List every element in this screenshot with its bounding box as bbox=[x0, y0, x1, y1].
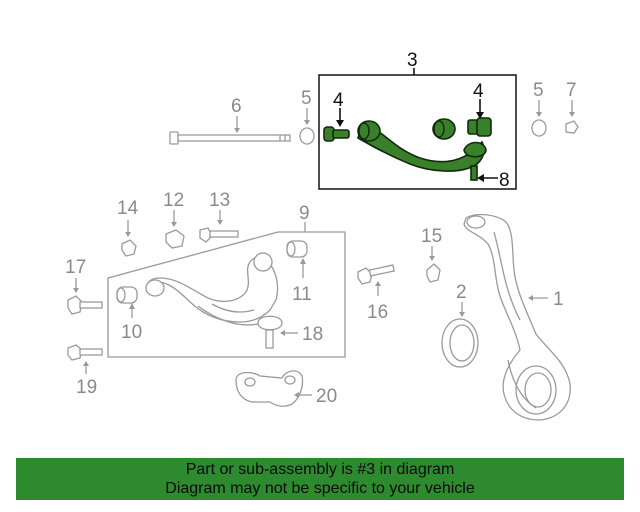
footer-line-2: Diagram may not be specific to your vehi… bbox=[165, 480, 475, 497]
callout-1[interactable]: 1 bbox=[553, 289, 564, 310]
bracket-hole-left bbox=[244, 377, 256, 387]
part-7-nut[interactable] bbox=[565, 120, 579, 134]
bolt-4-left[interactable] bbox=[323, 126, 350, 142]
arrow-18 bbox=[280, 330, 285, 336]
callout-2[interactable]: 2 bbox=[456, 282, 467, 303]
arrow-12 bbox=[171, 222, 177, 227]
arrow-2 bbox=[459, 312, 465, 317]
upper-control-arm-group[interactable]: 3 4 4 8 bbox=[318, 50, 517, 191]
callout-5-right[interactable]: 5 bbox=[533, 80, 544, 101]
part-17-bolt[interactable] bbox=[67, 295, 103, 315]
arrow-4-right bbox=[476, 112, 484, 119]
lower-control-arm-group[interactable]: 9 10 11 18 bbox=[107, 203, 346, 358]
lower-arm-frame bbox=[107, 231, 346, 358]
callout-5-left[interactable]: 5 bbox=[301, 88, 312, 109]
arrow-17 bbox=[73, 288, 79, 293]
callout-19[interactable]: 19 bbox=[76, 377, 97, 398]
arrow-13 bbox=[217, 220, 223, 225]
arrow-20 bbox=[294, 392, 299, 398]
part-19-bolt[interactable] bbox=[67, 344, 103, 361]
arm-ball-joint bbox=[463, 141, 487, 158]
arrow-1 bbox=[528, 295, 533, 301]
arrow-4-left bbox=[336, 120, 344, 127]
arrow-5-left bbox=[304, 120, 310, 125]
nut-4-right[interactable] bbox=[467, 117, 492, 137]
arrow-15 bbox=[429, 256, 435, 261]
arrow-16 bbox=[375, 281, 381, 286]
callout-4-left[interactable]: 4 bbox=[333, 90, 344, 111]
part-16-bolt[interactable] bbox=[357, 264, 395, 285]
callout-9[interactable]: 9 bbox=[299, 203, 310, 224]
callout-3[interactable]: 3 bbox=[407, 50, 418, 71]
arrow-7 bbox=[569, 112, 575, 117]
callout-16[interactable]: 16 bbox=[367, 302, 388, 323]
callout-15[interactable]: 15 bbox=[421, 226, 442, 247]
callout-4-right[interactable]: 4 bbox=[473, 81, 484, 102]
part-5-washer-right[interactable] bbox=[531, 119, 547, 137]
callout-18[interactable]: 18 bbox=[302, 324, 323, 345]
callout-6[interactable]: 6 bbox=[231, 96, 242, 117]
arm-bushing-left-face bbox=[358, 122, 370, 140]
part-11-bushing[interactable] bbox=[286, 240, 308, 258]
part-6-bolt[interactable] bbox=[169, 131, 291, 145]
lower-arm-bushing-left bbox=[145, 279, 165, 297]
callout-17[interactable]: 17 bbox=[65, 257, 86, 278]
bracket-hole-right bbox=[284, 375, 296, 385]
lower-arm-bushing-right bbox=[253, 252, 273, 272]
arm-bushing-right-face bbox=[433, 120, 445, 138]
arrow-6 bbox=[234, 128, 240, 133]
callout-13[interactable]: 13 bbox=[209, 190, 230, 211]
parts-diagram: 3 4 4 8 6 bbox=[65, 50, 579, 421]
part-13-bolt[interactable] bbox=[199, 227, 239, 243]
part-18-ball-joint[interactable] bbox=[257, 315, 283, 349]
part-1-steering-knuckle[interactable] bbox=[463, 213, 571, 421]
callout-12[interactable]: 12 bbox=[163, 190, 184, 211]
callout-8[interactable]: 8 bbox=[499, 170, 510, 191]
arrow-10 bbox=[129, 303, 135, 309]
part-2-seal[interactable] bbox=[441, 318, 479, 368]
part-12-nut[interactable] bbox=[165, 229, 185, 249]
part-15-cap[interactable] bbox=[426, 263, 441, 283]
arrow-14 bbox=[125, 232, 131, 237]
callout-10[interactable]: 10 bbox=[121, 322, 142, 343]
ball-joint-stud bbox=[470, 165, 478, 181]
arrow-5-right bbox=[536, 112, 542, 117]
callout-7[interactable]: 7 bbox=[566, 80, 577, 101]
callout-14[interactable]: 14 bbox=[117, 198, 139, 219]
arrow-11 bbox=[300, 258, 306, 264]
part-14-nut[interactable] bbox=[121, 239, 137, 257]
callout-20[interactable]: 20 bbox=[316, 386, 337, 407]
arrow-8 bbox=[477, 174, 484, 182]
arrow-19 bbox=[83, 361, 89, 366]
footer-line-1: Part or sub-assembly is #3 in diagram bbox=[185, 461, 455, 478]
footer-banner: Part or sub-assembly is #3 in diagram Di… bbox=[16, 458, 624, 500]
highlight-box bbox=[318, 74, 517, 190]
callout-11[interactable]: 11 bbox=[292, 284, 312, 305]
part-5-washer-left[interactable] bbox=[299, 127, 315, 145]
part-10-bushing[interactable] bbox=[116, 286, 138, 304]
